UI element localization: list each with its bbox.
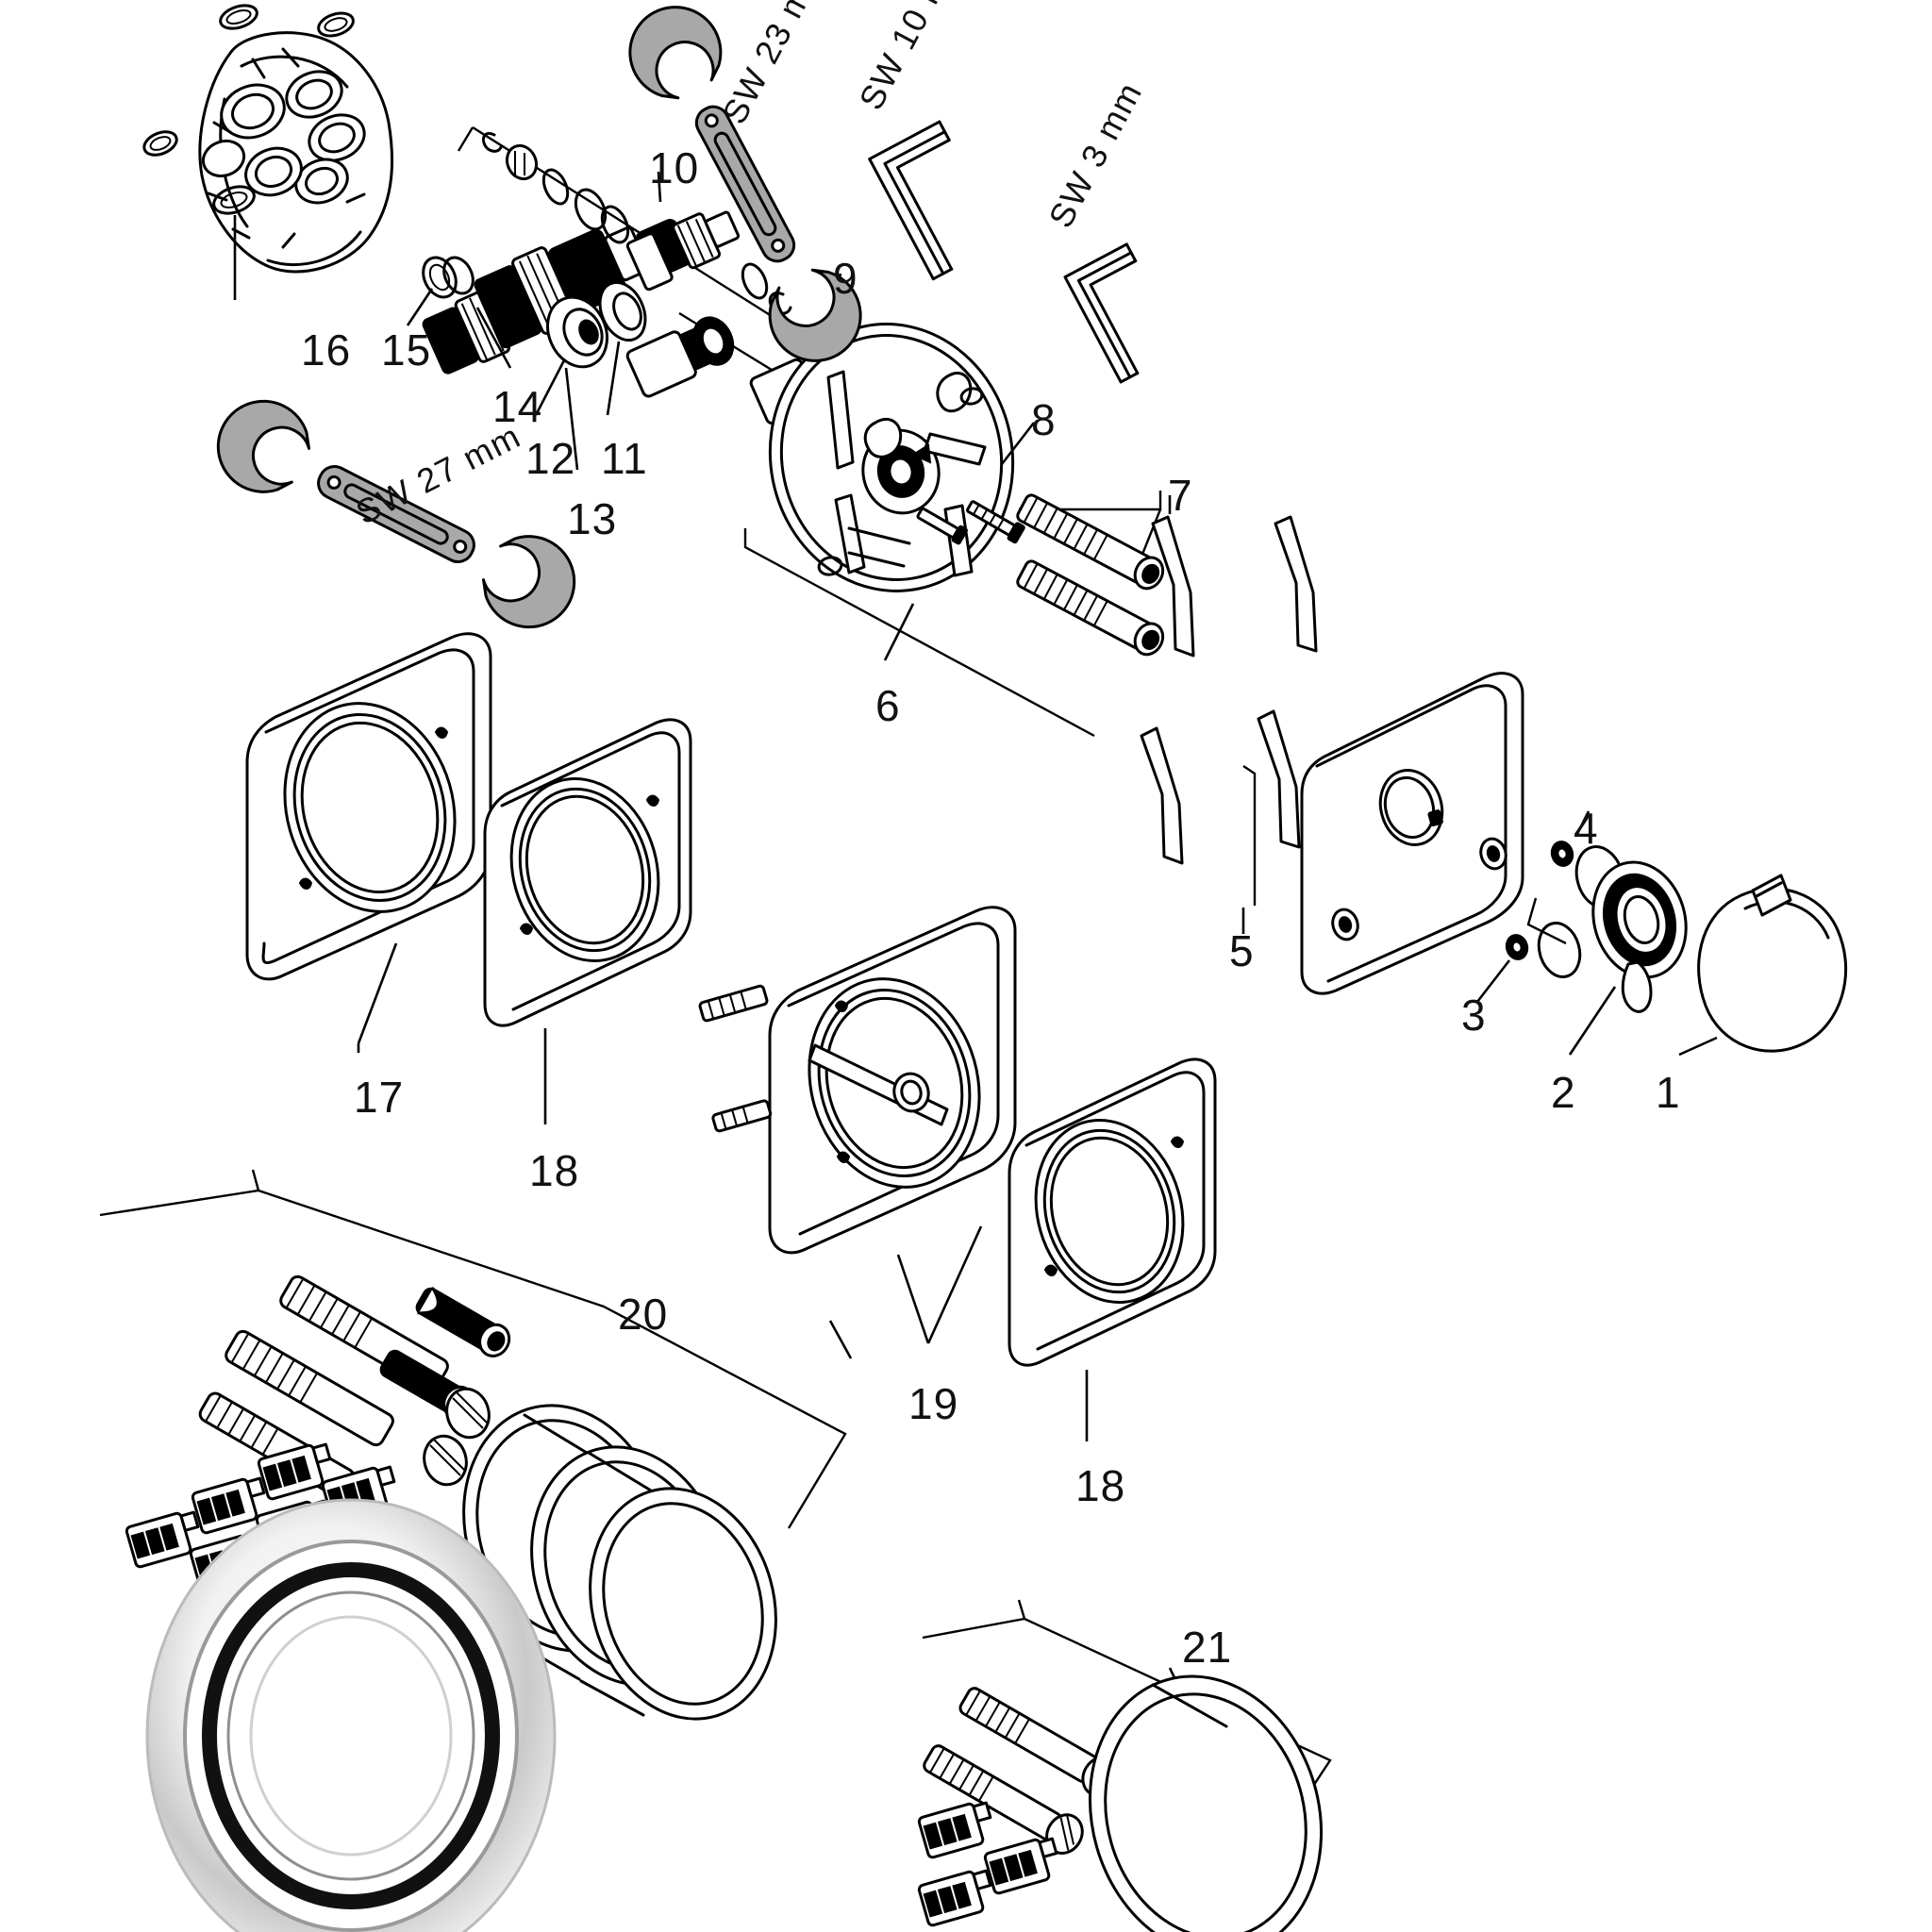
decorative-chrome-ring <box>145 1498 557 1932</box>
callout-10: 10 <box>649 143 700 192</box>
hex-key-icon-3 <box>1063 242 1140 384</box>
part-5-sealing-elements <box>1140 515 1318 934</box>
part-21-extension-set-small <box>917 1599 1332 1932</box>
callout-3: 3 <box>1461 991 1487 1040</box>
callout-12: 12 <box>525 434 576 483</box>
part-7-extension-screws <box>1016 491 1172 657</box>
callout-4: 4 <box>1574 804 1599 853</box>
part-17-outer-escutcheon <box>245 632 492 1053</box>
callout-17: 17 <box>354 1073 405 1122</box>
part-1-handle <box>1678 874 1848 1057</box>
part-20-extension-set <box>99 1169 853 1932</box>
callout-5: 5 <box>1229 926 1255 975</box>
callout-15: 15 <box>381 325 432 375</box>
part-11-sleeve <box>598 280 647 416</box>
callout-11: 11 <box>601 434 648 483</box>
part-18-inner-rosette-top <box>483 718 692 1124</box>
callout-21: 21 <box>1182 1623 1233 1672</box>
part-15-seal-rings <box>406 256 475 326</box>
callout-18-bottom: 18 <box>1075 1461 1126 1510</box>
callout-19: 19 <box>908 1379 959 1428</box>
callout-6: 6 <box>875 681 901 730</box>
part-18-inner-rosette-bottom <box>1008 1058 1217 1441</box>
callout-8: 8 <box>1031 395 1057 444</box>
callout-16: 16 <box>301 325 352 375</box>
callout-7: 7 <box>1168 471 1193 520</box>
callout-13: 13 <box>567 494 618 543</box>
hex-key-icon-10 <box>868 120 954 281</box>
callout-2: 2 <box>1551 1068 1576 1117</box>
callout-14: 14 <box>492 382 543 431</box>
escutcheon-plate <box>1300 672 1524 995</box>
part-8-fixing-screws <box>916 422 1036 545</box>
callout-1: 1 <box>1656 1068 1681 1117</box>
part-19-mounting-frame <box>698 906 1017 1344</box>
part-4-washer <box>1550 810 1591 867</box>
callout-20: 20 <box>618 1290 669 1339</box>
callout-9: 9 <box>833 254 858 303</box>
callout-18: 18 <box>529 1146 580 1195</box>
open-end-wrench-icon-27 <box>216 399 576 629</box>
part-16-valve-body <box>142 4 393 300</box>
open-end-wrench-icon-23 <box>628 6 862 362</box>
part-2-handle-collar <box>1568 860 1688 1056</box>
part-12-ring-nut <box>534 295 608 416</box>
